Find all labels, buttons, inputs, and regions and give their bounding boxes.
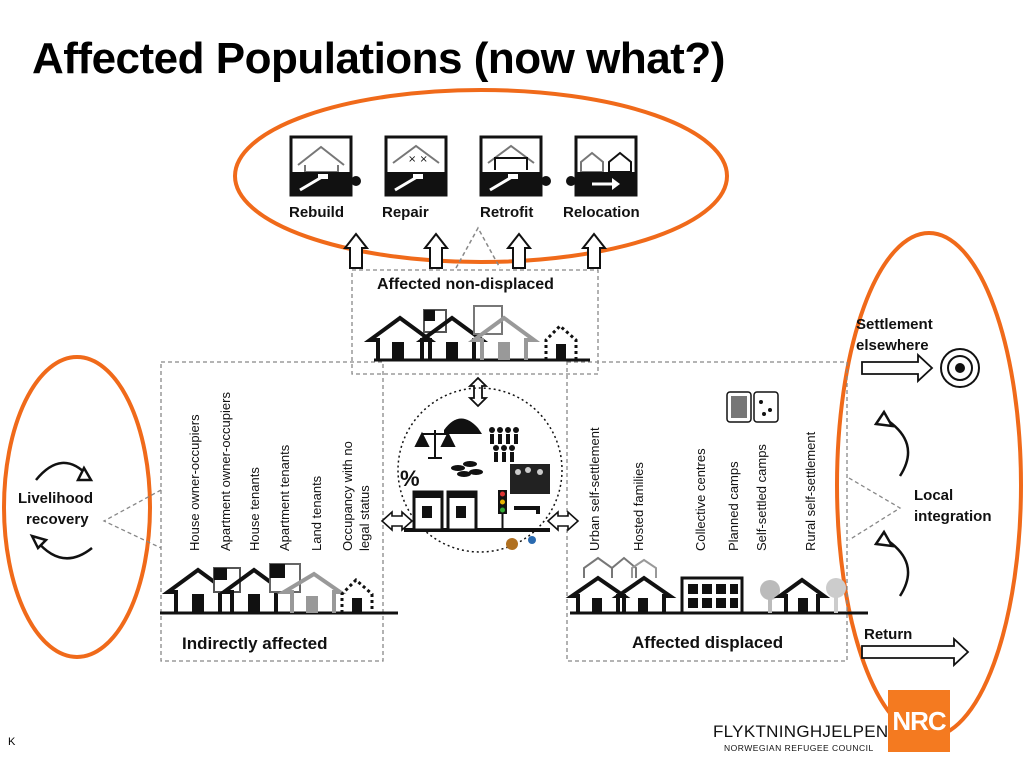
up-arrows [342,232,608,269]
category-occupancy-no-legal-line1: Occupancy with no [340,441,355,551]
central-circle [397,387,563,553]
footer-k: K [8,736,16,748]
settlement-arrow [861,352,934,384]
livelihood-label-line1: Livelihood [18,490,93,507]
local-integration-line1: Local [914,487,954,504]
highlight-ellipse-right [835,231,1023,739]
livelihood-cycle-icon [29,461,94,560]
highlight-ellipse-top [233,88,729,264]
category-hosted-families: Hosted families [631,462,646,551]
return-label: Return [864,626,913,643]
local-integration-dashed-chevron [848,477,902,541]
affected-displaced-box [566,361,848,662]
helmet-icon [444,418,482,434]
action-label-relocation: Relocation [563,204,640,221]
relocation-icon [566,135,638,197]
traffic-light-icon [498,490,507,530]
category-urban-self-settlement: Urban self-settlement [587,427,602,551]
target-icon [940,348,980,388]
local-integration-line2: integration [914,508,992,525]
non-displaced-label: Affected non-displaced [377,276,554,293]
settlement-elsewhere-line1: Settlement [856,316,933,333]
left-double-arrow [380,510,414,532]
people-icon [489,427,519,462]
livelihood-label-line2: recovery [26,511,89,528]
return-arrow [861,636,970,668]
indirectly-affected-label: Indirectly affected [182,634,328,653]
action-label-repair: Repair [382,204,429,221]
category-house-owner-occupiers: House owner-occupiers [187,414,202,551]
affected-displaced-label: Affected displaced [632,633,784,652]
non-displaced-houses [363,305,590,362]
dashed-triangle [455,226,501,269]
slide-title: Affected Populations (now what?) [32,34,725,83]
non-displaced-box [351,269,599,375]
indirect-houses [160,563,398,615]
category-land-tenants: Land tenants [309,475,324,551]
action-label-rebuild: Rebuild [289,204,344,221]
action-label-retrofit: Retrofit [480,204,534,221]
scales-icon [414,430,456,459]
vertical-double-arrow [467,376,489,408]
nrc-logo: NRC [888,690,950,752]
category-rural-self-settlement: Rural self-settlement [803,431,818,551]
percent-symbol: % [400,466,420,491]
coins-icon [451,461,483,477]
category-occupancy-no-legal-line2: legal status [357,485,372,551]
rebuild-icon [289,135,361,197]
highlight-ellipse-left [2,355,152,659]
category-apartment-owner-occupiers: Apartment owner-occupiers [218,392,233,551]
retrofit-icon [479,135,551,197]
camp-maps-icon [726,391,779,423]
livelihood-dashed-chevron [102,489,162,549]
indirectly-affected-box [160,361,384,662]
category-self-settled-camps: Self-settled camps [754,444,769,551]
settlement-elsewhere-line2: elsewhere [856,337,929,354]
category-collective-centres: Collective centres [693,448,708,551]
market-stalls-icon [404,490,550,532]
displaced-houses [565,556,868,615]
svg-text:× ×: × × [408,154,428,165]
water-tap-icon [506,506,540,550]
right-double-arrow [546,510,580,532]
category-house-tenants: House tenants [247,467,262,551]
org-subtitle: NORWEGIAN REFUGEE COUNCIL [724,743,874,753]
local-integration-cycle-icon [873,409,910,597]
org-name: FLYKTNINGHJELPEN [713,722,889,741]
category-apartment-tenants: Apartment tenants [277,444,292,551]
crowd-photo-icon [510,464,550,494]
repair-icon: × × [384,135,448,197]
category-planned-camps: Planned camps [726,461,741,551]
